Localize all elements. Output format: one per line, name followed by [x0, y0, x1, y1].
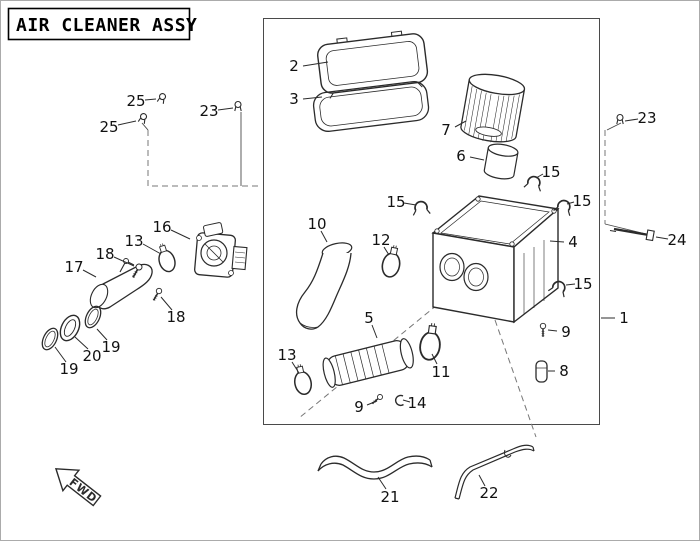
part-number-13: 13 — [124, 232, 143, 250]
leader-line — [96, 328, 108, 341]
throttle-body-drawing — [194, 222, 248, 278]
leader-line — [371, 324, 378, 339]
leader-line — [117, 120, 137, 126]
snorkel-duct-drawing — [295, 242, 353, 330]
leader-line — [82, 269, 97, 278]
assembly-boundary — [263, 18, 600, 425]
leader-line — [291, 361, 300, 374]
part-number-11: 11 — [431, 363, 450, 381]
part-number-17: 17 — [64, 258, 83, 276]
part-number-18: 18 — [95, 245, 114, 263]
clip-14-drawing — [394, 394, 404, 407]
title-box: AIR CLEANER ASSY — [7, 7, 197, 41]
outlet-tube-drawing — [483, 143, 519, 180]
guide-lines — [147, 130, 606, 438]
part-number-20: 20 — [82, 347, 101, 365]
part-number-12: 12 — [371, 231, 390, 249]
filter-element-drawing — [460, 73, 526, 143]
intake-boot-drawing — [322, 338, 414, 388]
part-number-9: 9 — [354, 398, 364, 416]
part-number-2: 2 — [289, 57, 299, 75]
part-number-23: 23 — [199, 102, 218, 120]
part-number-3: 3 — [289, 90, 299, 108]
leader-line — [366, 400, 378, 406]
leader-line — [454, 120, 467, 128]
part-number-15: 15 — [386, 193, 405, 211]
leader-line — [302, 61, 329, 67]
leader-line — [535, 173, 544, 179]
part-number-23: 23 — [637, 109, 656, 127]
drain-plug-drawing — [535, 360, 548, 383]
oring-19a-drawing — [41, 327, 59, 351]
leader-line — [144, 98, 157, 101]
part-number-9: 9 — [561, 323, 571, 341]
oring-19b-drawing — [84, 305, 102, 329]
part-number-16: 16 — [152, 218, 171, 236]
spacer-20-drawing — [59, 314, 81, 342]
part-number-15: 15 — [541, 163, 560, 181]
part-number-15: 15 — [572, 192, 591, 210]
part-number-22: 22 — [479, 484, 498, 502]
part-number-25: 25 — [126, 92, 145, 110]
leader-line — [320, 230, 328, 243]
leader-line — [74, 336, 89, 350]
leader-line — [383, 246, 390, 256]
part-number-13: 13 — [277, 346, 296, 364]
leader-line — [402, 399, 411, 403]
part-number-1: 1 — [619, 309, 629, 327]
leader-line — [478, 474, 486, 487]
part-number-5: 5 — [364, 309, 374, 327]
leader-line — [160, 296, 173, 311]
part-number-6: 6 — [456, 147, 466, 165]
vent-pipe-drawing — [454, 444, 535, 500]
leader-line — [403, 202, 417, 206]
leader-line — [170, 229, 191, 240]
leader-line — [302, 96, 323, 100]
cover-drawing — [317, 30, 429, 99]
part-number-21: 21 — [380, 488, 399, 506]
part-number-10: 10 — [307, 215, 326, 233]
leader-line — [54, 346, 67, 363]
leader-line — [549, 240, 565, 243]
bolt-24-drawing — [609, 227, 655, 242]
leader-line — [431, 353, 438, 365]
part-number-25: 25 — [99, 118, 118, 136]
leader-line — [566, 201, 575, 205]
leader-line — [217, 107, 234, 111]
part-number-14: 14 — [407, 394, 426, 412]
leader-line — [377, 476, 387, 490]
leader-line — [565, 283, 576, 286]
air-box-drawing — [431, 195, 560, 324]
drain-hose-drawing — [317, 455, 433, 480]
part-number-15: 15 — [573, 275, 592, 293]
leader-line — [547, 329, 558, 332]
page-title: AIR CLEANER ASSY — [16, 15, 197, 36]
part-number-7: 7 — [441, 121, 451, 139]
part-number-4: 4 — [568, 233, 578, 251]
leader-line — [113, 256, 135, 267]
part-number-19: 19 — [59, 360, 78, 378]
part-number-8: 8 — [559, 362, 569, 380]
leader-line — [624, 118, 639, 122]
part-number-19: 19 — [101, 338, 120, 356]
leader-line — [142, 243, 162, 255]
leader-line — [469, 156, 485, 161]
leader-line — [655, 236, 669, 240]
gasket-drawing — [312, 81, 430, 132]
part-number-24: 24 — [667, 231, 686, 249]
intake-pipe-drawing — [89, 258, 153, 310]
part-number-18: 18 — [166, 308, 185, 326]
